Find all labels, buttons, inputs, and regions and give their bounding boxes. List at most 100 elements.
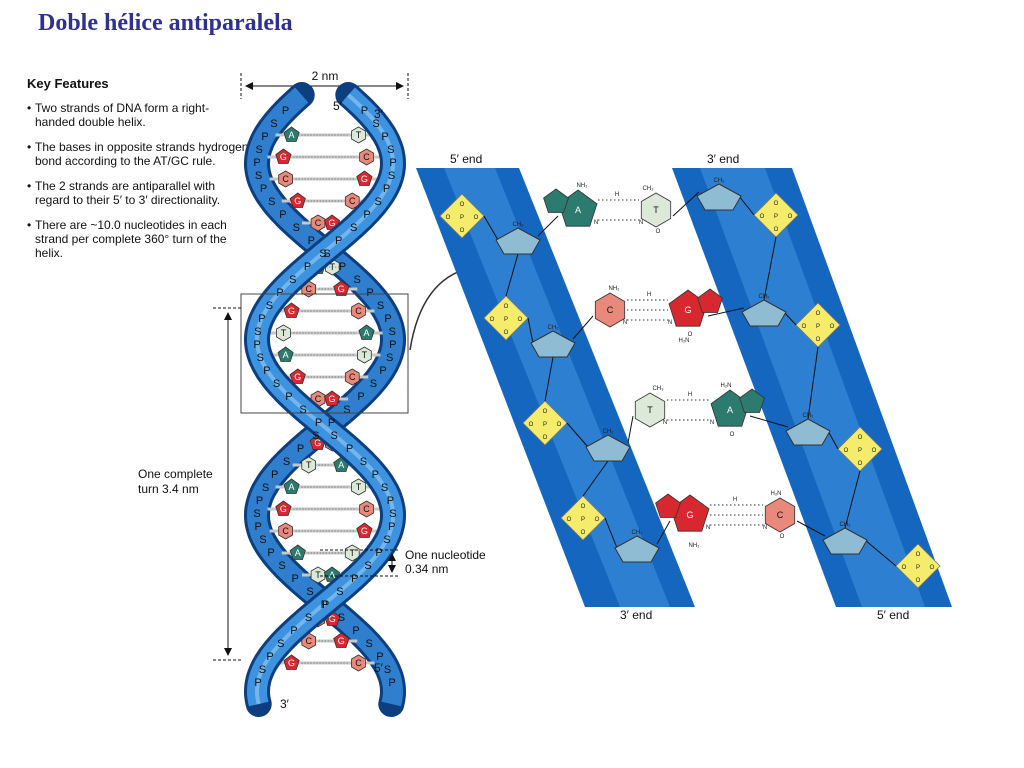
phosphate-letter: P [387,495,394,507]
oxygen-label: O [788,214,793,220]
sugar-letter: S [364,560,371,572]
helix-base-label: G [361,174,368,184]
oxygen-label: O [844,448,849,454]
detail-base-label: T [653,205,659,215]
detail-base-ring-G [697,288,723,313]
backbone-bond [566,422,589,448]
sugar-letter: S [266,300,273,312]
helix-front-highlight [254,93,396,705]
helix-base-label: G [288,306,295,316]
helix-base-label: G [338,636,345,646]
helix-base-label: C [363,152,370,162]
glycosidic-bond [707,307,745,317]
backbone-bond [763,236,777,301]
sugar-letter: S [350,222,357,234]
amine-label: NH₂ [609,286,621,292]
helix-base-C [344,368,360,386]
key-feature-item: The bases in opposite strands hydrogen b… [27,140,249,168]
helix-base-label: A [364,328,370,338]
phosphate-letter: P [381,131,388,143]
key-features-heading: Key Features [27,76,109,91]
helix-base-label: G [328,394,335,404]
methyl-label: CH₃ [652,386,664,392]
sugar-letter: S [338,612,345,624]
helix-base-label: T [356,130,362,140]
helix-base-G [356,522,373,538]
helix-base-label: C [363,504,370,514]
sugar-letter: S [306,586,313,598]
oxygen-label: O [518,317,523,323]
key-feature-item: The 2 strands are antiparallel with rega… [27,179,249,207]
detail-base-label: C [607,305,614,315]
oxygen-label: O [774,201,779,207]
oxygen-label: O [774,227,779,233]
helix-base-label: G [294,196,301,206]
backbone-bond [544,356,554,402]
amine-label: H₂N [679,338,690,344]
hydrogen-label: H [733,497,737,503]
oxygen-label: O [730,432,735,438]
oxygen-label: O [816,311,821,317]
detail-base-label: A [727,405,733,415]
helix-base-T [344,544,360,562]
helix-top-right-end: 3′ [374,107,384,121]
backbone-bond [527,317,534,344]
helix-base-label: A [295,548,301,558]
oxygen-label: O [656,229,661,235]
oxygen-label: O [460,228,465,234]
phosphate-letter: P [282,105,289,117]
helix-base-G [283,654,300,670]
glycosidic-bond [656,520,671,545]
phosphate-letter: P [315,417,322,429]
ch2-label: CH₂ [803,413,815,419]
helix-base-label: C [282,526,289,536]
sugar-letter: S [268,196,275,208]
oxygen-label: O [902,565,907,571]
backbone-bond [783,311,797,326]
sugar-letter: S [383,534,390,546]
helix-base-G [275,148,292,164]
phosphate-letter: P [261,131,268,143]
helix-base-label: G [338,284,345,294]
helix-base-A [283,478,300,494]
hydrogen-label: H [688,392,692,398]
phosphate-letter: P [389,157,396,169]
helix-base-label: G [288,658,295,668]
methyl-label: CH₃ [642,186,654,192]
helix-base-label: C [349,196,356,206]
helix-base-T [301,456,317,474]
detail-base-ring-A [543,188,569,213]
phosphate-letter: P [297,443,304,455]
helix-base-label: A [329,570,335,580]
phosphate-letter: P [292,573,299,585]
left-deoxyribose [614,535,660,563]
backbone-bond [864,539,897,567]
detail-base-label: G [686,510,693,520]
backbone-bond [604,517,618,549]
nitrogen-label: N [706,525,710,531]
amine-label: H₂N [721,383,732,389]
turn-dimension: One complete turn 3.4 nm [134,307,243,661]
oxygen-label: O [830,324,835,330]
phosphate-letter: P [383,183,390,195]
backbone-bond [807,346,819,420]
helix-base-C [351,654,366,672]
helix-base-label: G [328,218,335,228]
backbone-bond [582,460,609,497]
nitrogen-label: N [663,420,667,426]
sugar-letter: S [366,638,373,650]
phosphate-letter: P [363,209,370,221]
glycosidic-bond [627,415,634,444]
oxygen-label: O [446,215,451,221]
nucleotide-dimension: One nucleotide 0.34 nm [320,548,486,577]
helix-base-T [310,566,326,584]
phosphate-label: P [774,214,778,220]
detail-base-label: C [777,510,784,520]
amine-label: NH₂ [689,543,701,549]
helix-base-C [351,302,366,320]
sugar-letter: S [257,352,264,364]
backbone-bond [738,195,755,216]
sugar-letter: S [319,248,326,260]
detail-base-ring-A [739,388,765,413]
helix-base-label: G [280,504,287,514]
